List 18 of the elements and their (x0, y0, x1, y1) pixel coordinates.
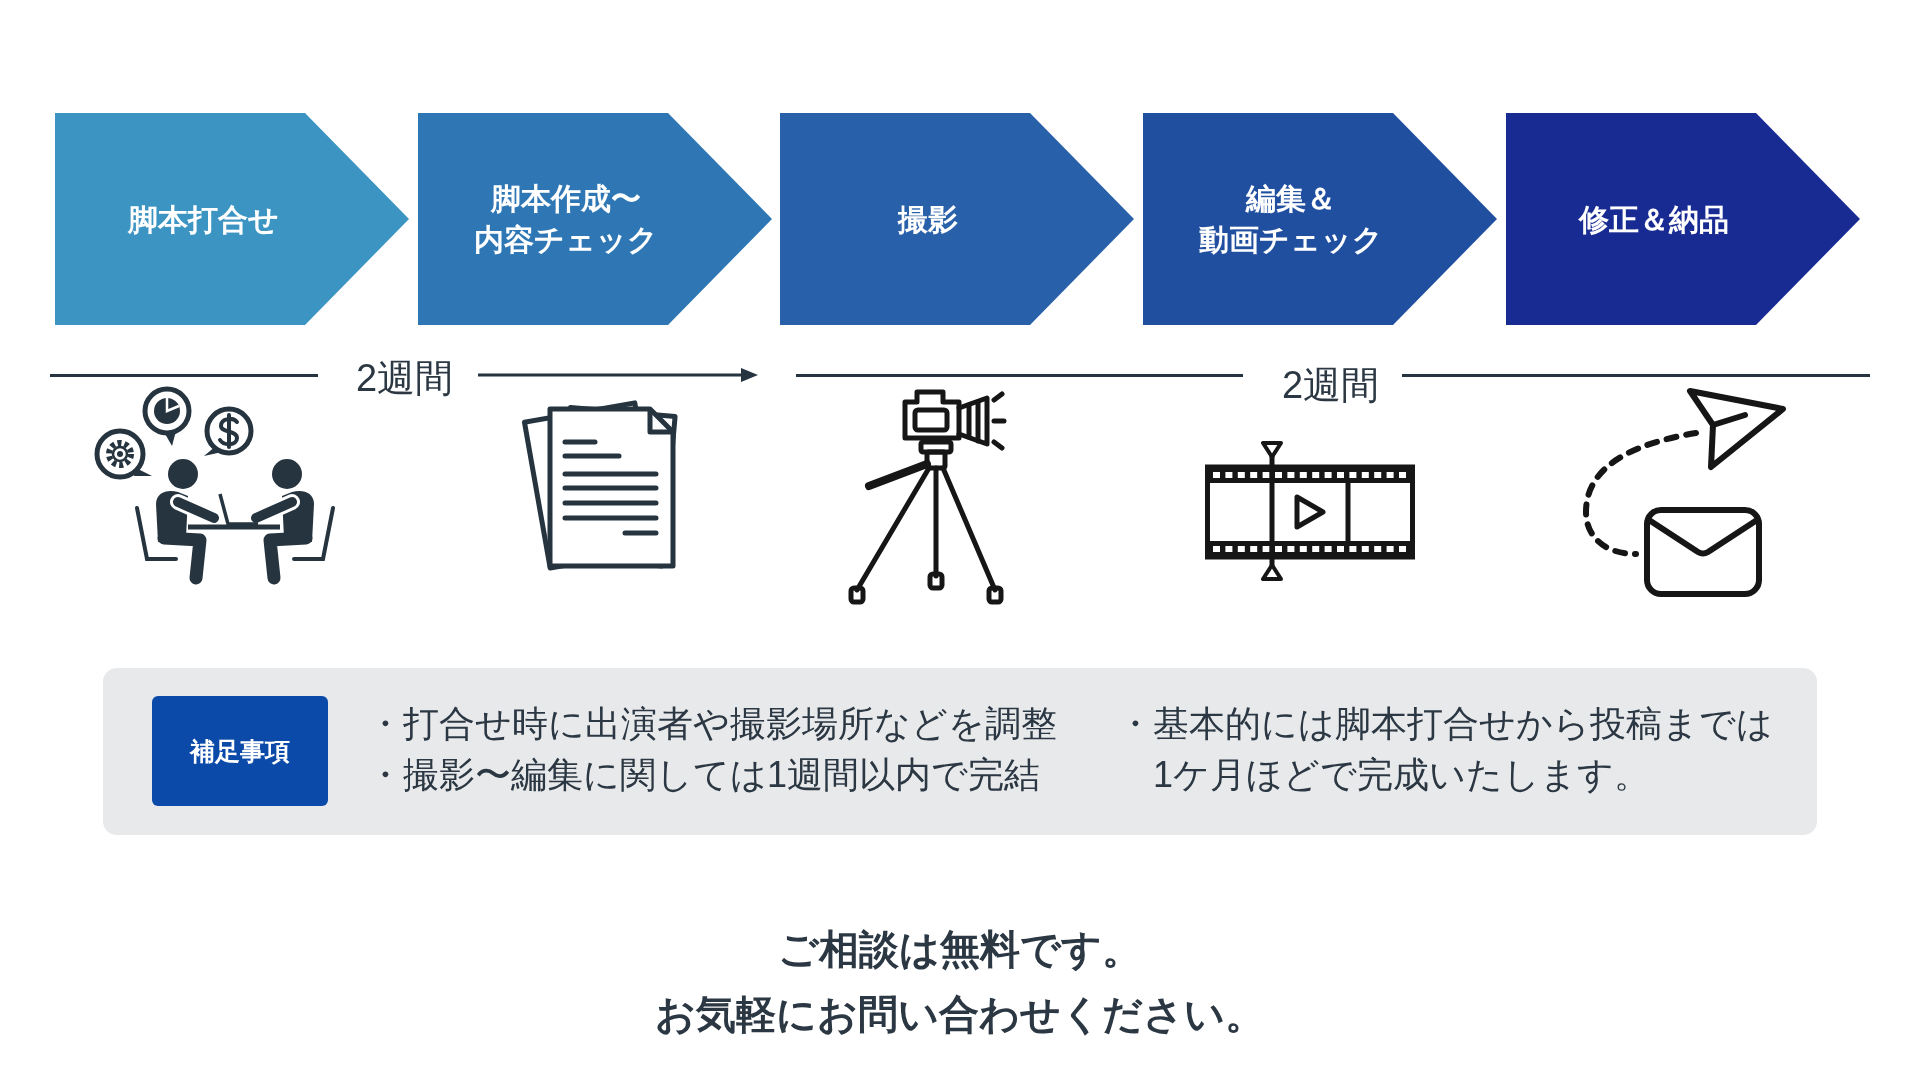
note-text: ・撮影〜編集に関しては1週間以内で完結 (367, 753, 1041, 797)
step-label: 撮影 (898, 201, 958, 238)
process-step (780, 113, 1135, 325)
note-text: ・基本的には脚本打合せから投稿までは1ケ月ほどで完成いたします。 (1117, 702, 1774, 797)
closing-message: ご相談は無料です。お気軽にお問い合わせください。 (654, 926, 1266, 1038)
process-step (55, 113, 410, 325)
note-panel (103, 668, 1817, 835)
process-step (418, 113, 773, 325)
duration-label: 2週間 (356, 357, 454, 399)
process-step (1143, 113, 1498, 325)
step-label: 修正＆納品 (1579, 201, 1729, 238)
step-label: 編集＆動画チェック (1198, 181, 1384, 258)
step-label: 脚本打合せ (127, 201, 279, 238)
duration-label: 2週間 (1282, 364, 1380, 406)
process-step (1506, 113, 1861, 325)
note-text: ・打合せ時に出演者や撮影場所などを調整 (367, 702, 1057, 746)
step-label: 脚本作成〜内容チェック (473, 181, 659, 258)
section-tag: 補足事項 (152, 696, 328, 806)
